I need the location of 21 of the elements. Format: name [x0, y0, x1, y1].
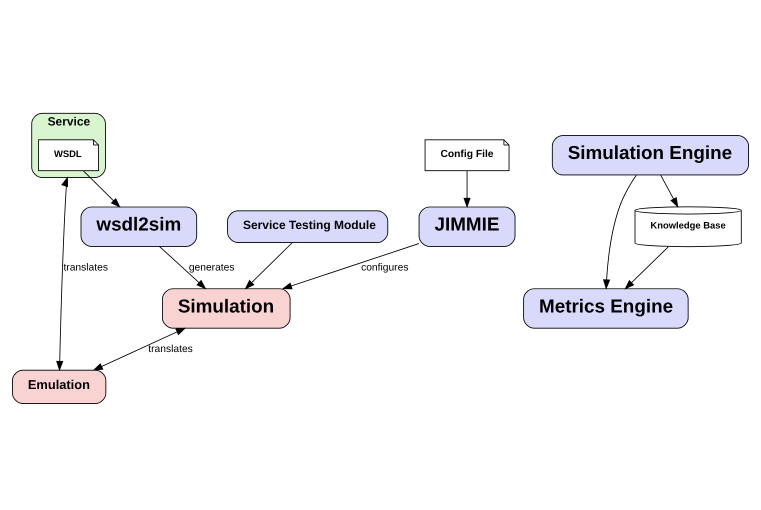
- arrow: [56, 176, 68, 372]
- arrow: [624, 246, 669, 290]
- edge-label: translates: [148, 344, 193, 355]
- node-box: Simulation Engine: [552, 135, 749, 176]
- arrow: [159, 246, 206, 290]
- arrow: [282, 243, 420, 290]
- edge-label: generates: [188, 262, 235, 274]
- arrow: [660, 174, 678, 208]
- arrow: [463, 170, 471, 208]
- node-box: Metrics Engine: [523, 288, 689, 329]
- arrow: [83, 170, 121, 208]
- arrow: [244, 242, 293, 290]
- arrow: [92, 328, 186, 371]
- node-box: Emulation: [12, 370, 106, 404]
- node-box: wsdl2sim: [80, 206, 198, 247]
- node-box: JIMMIE: [418, 206, 516, 247]
- node-box: Service Testing Module: [227, 210, 388, 243]
- edge-label: configures: [361, 262, 408, 274]
- node-box: Simulation: [162, 288, 291, 329]
- edge-label: translates: [63, 262, 108, 274]
- arrow: [603, 174, 637, 290]
